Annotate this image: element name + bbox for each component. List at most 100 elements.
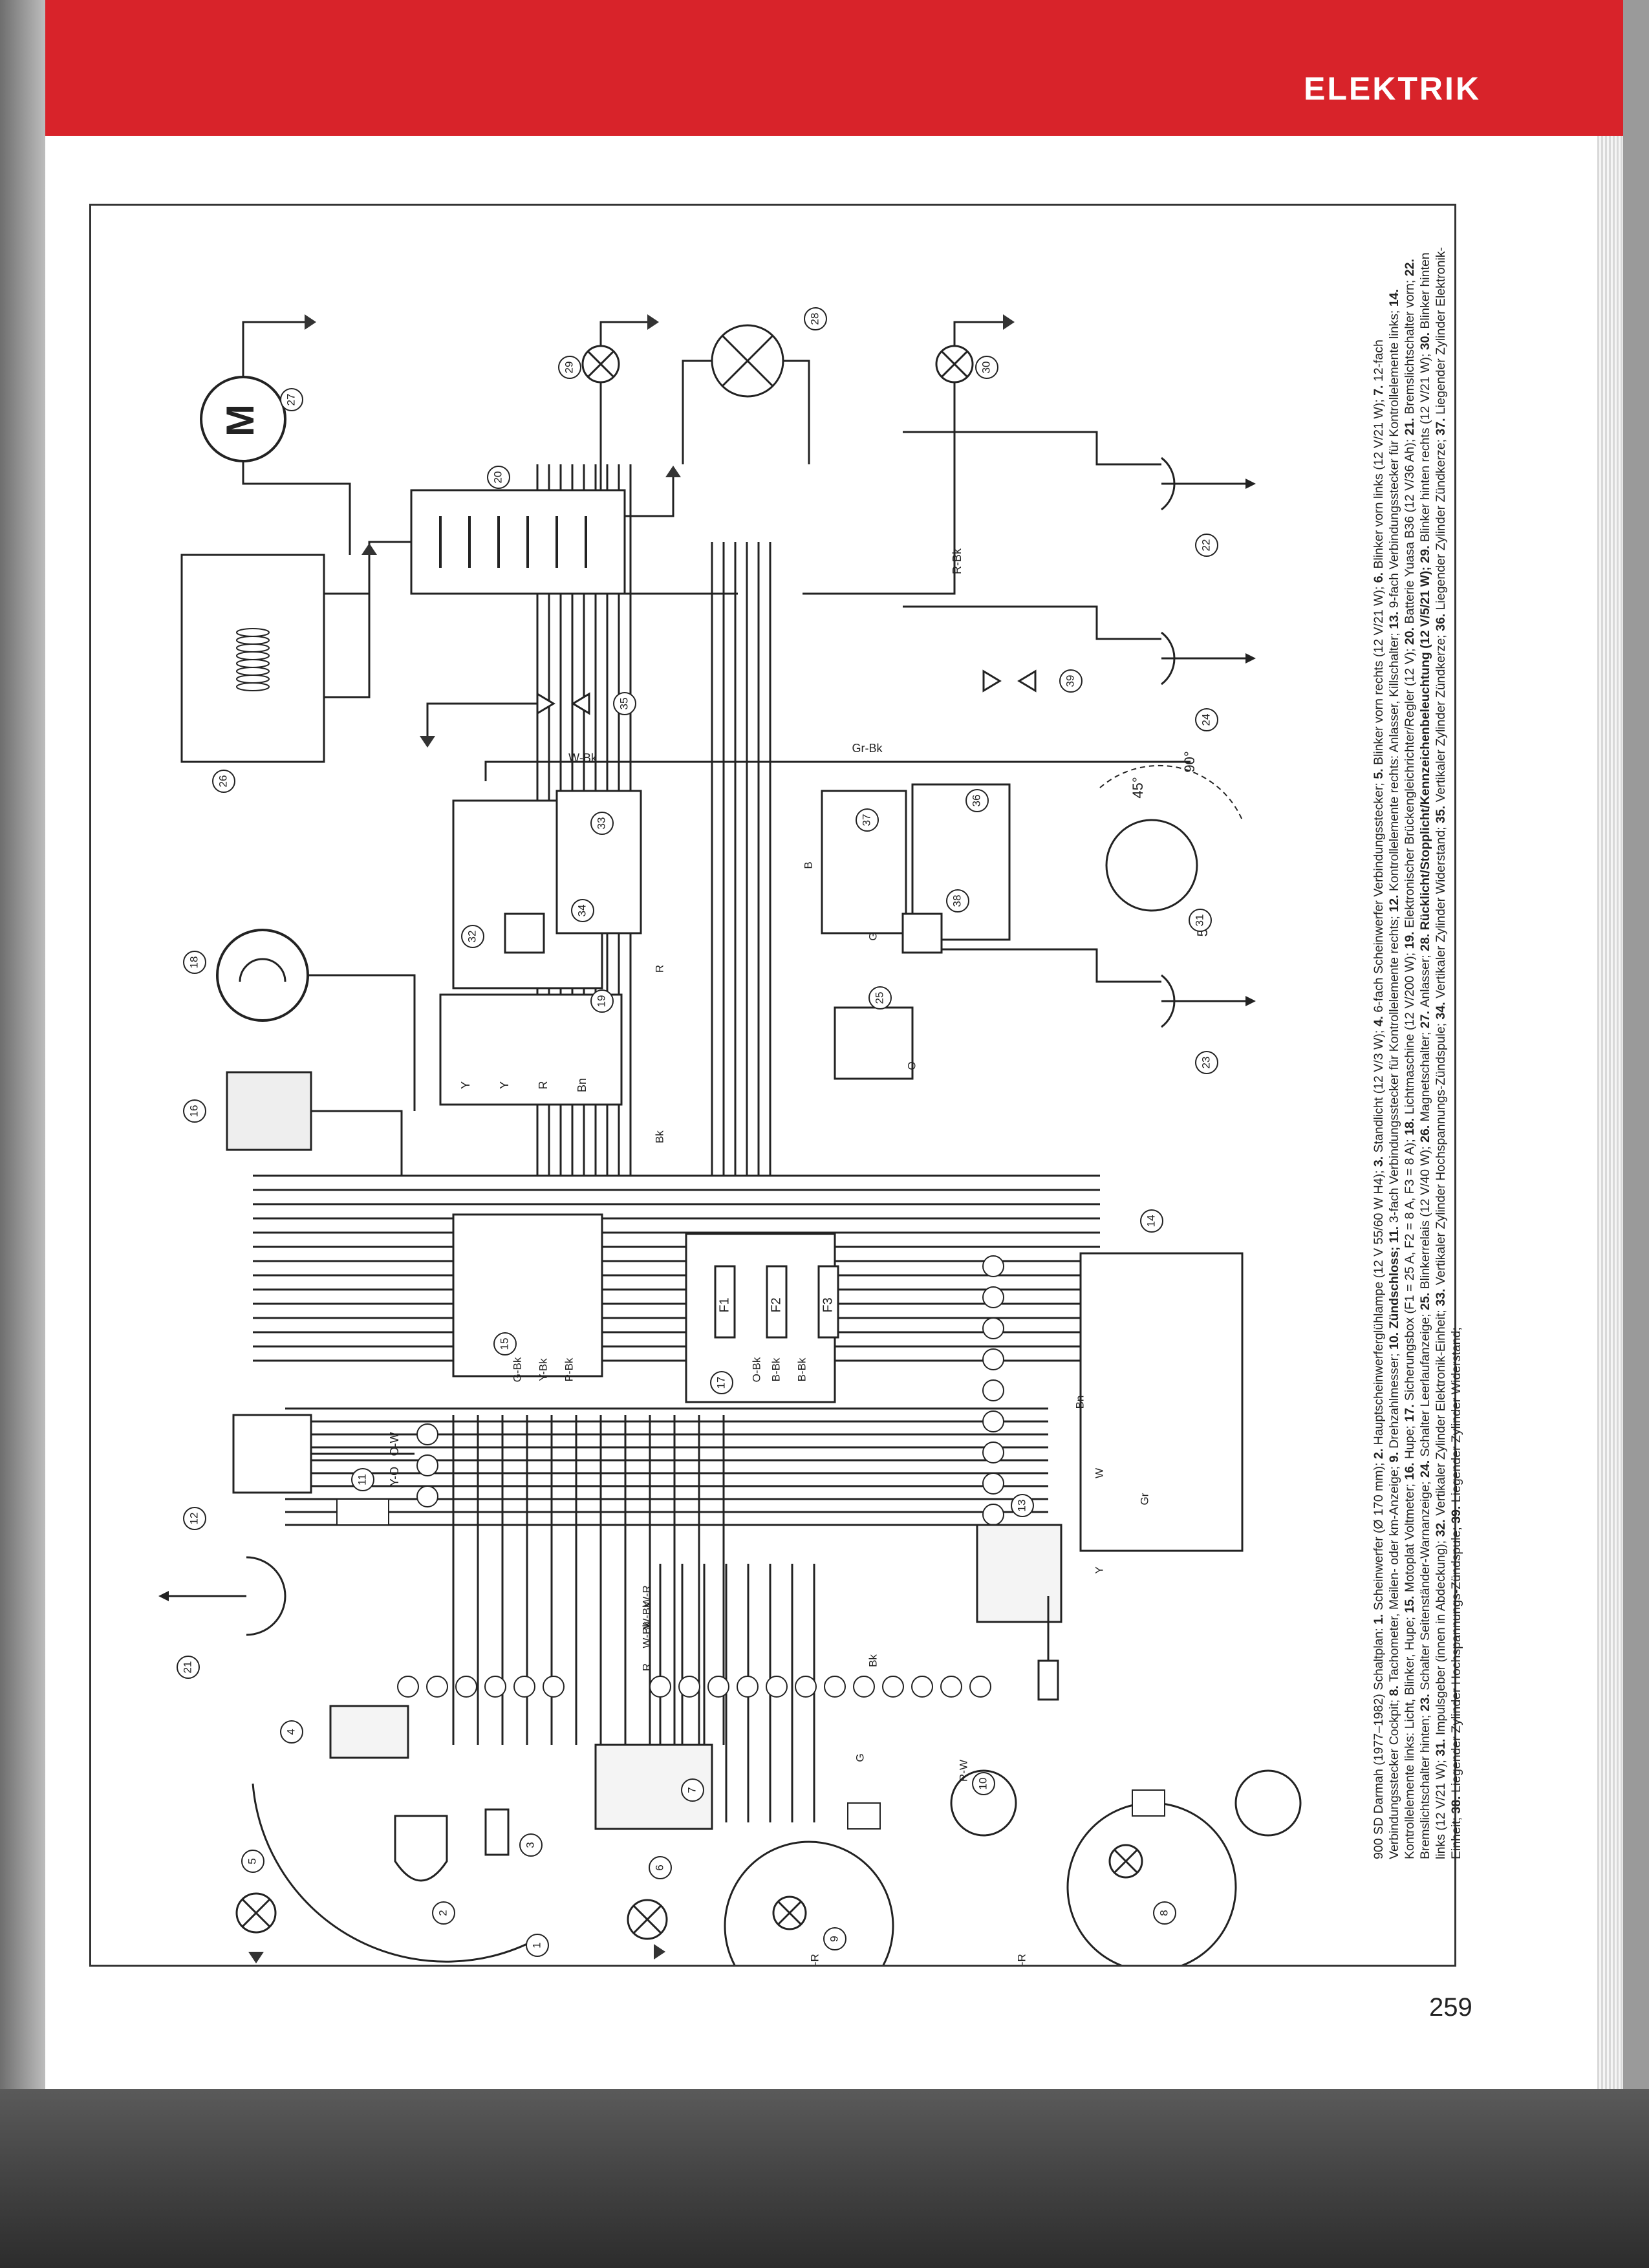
component-number-label: 23 bbox=[1195, 1051, 1218, 1074]
caption-item: 15. Motoplat Voltmeter; bbox=[1403, 1484, 1417, 1617]
diagram-caption: 900 SD Darmah (1977–1982) Schaltplan: 1.… bbox=[1371, 243, 1464, 1859]
ground-symbol bbox=[305, 314, 316, 330]
number-circle bbox=[351, 1468, 374, 1491]
caption-item-text: Bremslichtschalter vorn; bbox=[1403, 279, 1417, 415]
caption-item-number: 21. bbox=[1403, 414, 1417, 439]
ignition-resistor-horizontal bbox=[901, 913, 943, 954]
connector-pin bbox=[982, 1504, 1004, 1526]
wire bbox=[311, 1110, 403, 1176]
number-circle bbox=[649, 1856, 672, 1879]
component-number-label: 5 bbox=[241, 1850, 264, 1873]
caption-item: 21. Bremslichtschalter vorn; bbox=[1403, 280, 1417, 439]
caption-item-text: 9-fach Verbindungsstecker für Kontrollel… bbox=[1387, 310, 1401, 609]
wire bbox=[242, 321, 305, 377]
flasher-relay bbox=[834, 1006, 914, 1080]
wire bbox=[803, 382, 956, 595]
caption-item: 16. Hupe; bbox=[1403, 1425, 1417, 1484]
pickup-rotor bbox=[1105, 819, 1198, 912]
caption-item-text: Rücklicht/Stopplicht/Kennzeichenbeleucht… bbox=[1418, 567, 1432, 931]
caption-item: 11. 3-fach Verbindungsstecker für Kontro… bbox=[1387, 916, 1401, 1247]
caption-item-text: Schalter Leerlaufanzeige; bbox=[1418, 1313, 1432, 1457]
lamp-cross bbox=[722, 335, 773, 387]
caption-item-number: 14. bbox=[1387, 289, 1401, 310]
number-circle bbox=[613, 692, 636, 715]
connector-pin bbox=[982, 1255, 1004, 1277]
caption-item-number: 16. bbox=[1403, 1459, 1417, 1484]
caption-item-number: 30. bbox=[1418, 329, 1432, 354]
caption-item: 8. Tachometer, Meilen- oder km-Anzeige; bbox=[1387, 1466, 1401, 1700]
caption-item-text: Batterie Yuasa B36 (12 V/36 Ah); bbox=[1403, 438, 1417, 624]
caption-item-text: Scheinwerfer (Ø 170 mm); bbox=[1372, 1462, 1386, 1611]
wire-code-label: Bn bbox=[1073, 1396, 1086, 1409]
connector-pin bbox=[416, 1454, 438, 1476]
rev-counter-lamp bbox=[772, 1895, 807, 1930]
wire-code-label: R bbox=[653, 965, 665, 973]
connector-pin bbox=[678, 1676, 700, 1698]
caption-item: 6. Blinker vorn links (12 V/21 W); bbox=[1372, 399, 1386, 586]
left-handlebar-controls bbox=[1079, 1252, 1244, 1552]
switch-arrow bbox=[1245, 479, 1256, 489]
number-circle bbox=[241, 1850, 264, 1873]
caption-item: 31. Impulsgeber (innen in Abdeckung); bbox=[1434, 1540, 1448, 1760]
component-number-label: 3 bbox=[519, 1833, 543, 1857]
connector-pin bbox=[982, 1348, 1004, 1370]
ignition-coil-vertical bbox=[555, 790, 642, 934]
headlamp-housing bbox=[252, 1783, 538, 1963]
connector-pin bbox=[982, 1379, 1004, 1401]
caption-intro: 900 SD Darmah (1977–1982) Schaltplan: bbox=[1372, 1628, 1386, 1859]
caption-item-number: 1. bbox=[1372, 1610, 1386, 1625]
wire-code-label: 45° bbox=[1130, 777, 1146, 798]
number-circle bbox=[804, 307, 827, 330]
caption-item-text: Vertikaler Zylinder Elektronik-Einheit; bbox=[1434, 1310, 1448, 1516]
number-circle bbox=[1140, 1209, 1163, 1233]
solenoid-coil bbox=[236, 682, 270, 691]
number-text: 10 bbox=[976, 1778, 989, 1790]
number-circle bbox=[946, 889, 969, 913]
wire-code-label: W-Bk bbox=[640, 1602, 652, 1629]
caption-item: 1. Scheinwerfer (Ø 170 mm); bbox=[1372, 1463, 1386, 1625]
number-circle bbox=[432, 1901, 455, 1925]
rear-indicator-right bbox=[581, 345, 620, 383]
number-text: 3 bbox=[524, 1842, 536, 1848]
caption-item-number: 24. bbox=[1418, 1456, 1432, 1482]
caption-item: 33. Vertikaler Zylinder Hochspannungs-Zü… bbox=[1434, 1023, 1448, 1310]
caption-item-number: 33. bbox=[1434, 1285, 1448, 1310]
component-number-label: 13 bbox=[1011, 1494, 1034, 1517]
connector-pin bbox=[649, 1676, 671, 1698]
number-circle bbox=[280, 1720, 303, 1744]
number-text: 26 bbox=[217, 775, 229, 788]
number-text: 24 bbox=[1200, 714, 1212, 726]
connector-pin bbox=[982, 1317, 1004, 1339]
fuse-label: F3 bbox=[821, 1297, 835, 1312]
wire-code-label: Bk bbox=[653, 1130, 665, 1143]
caption-item-number: 39. bbox=[1449, 1502, 1463, 1528]
ground-symbol bbox=[654, 1944, 665, 1960]
number-circle bbox=[183, 1507, 206, 1530]
component-number-label: 25 bbox=[868, 986, 892, 1010]
caption-item-text: Hauptscheinwerferglühlampe (12 V 55/60 W… bbox=[1372, 1170, 1386, 1445]
caption-item: 35. Vertikaler Zylinder Zündkerze; bbox=[1434, 634, 1448, 826]
component-number-label: 18 bbox=[183, 951, 206, 974]
lamp-cross bbox=[777, 1901, 802, 1925]
caption-item-number: 6. bbox=[1372, 568, 1386, 587]
caption-item-number: 25. bbox=[1418, 1289, 1432, 1314]
wire-code-label: Bn bbox=[576, 1078, 588, 1092]
connector-pin bbox=[543, 1676, 565, 1698]
connector-3-pin bbox=[336, 1498, 389, 1526]
page-gutter-shadow bbox=[0, 0, 45, 2268]
component-number-label: 8 bbox=[1153, 1901, 1176, 1925]
number-circle bbox=[681, 1778, 704, 1802]
caption-item-number: 7. bbox=[1372, 382, 1386, 400]
wire-code-label: P-Bk bbox=[563, 1357, 575, 1381]
speedometer-lamp bbox=[1108, 1844, 1143, 1879]
ground-symbol bbox=[1003, 314, 1015, 330]
number-circle bbox=[1059, 669, 1083, 693]
caption-item: 5. Blinker vorn rechts (12 V/21 W); bbox=[1372, 587, 1386, 783]
ignition-switch bbox=[950, 1769, 1017, 1837]
wire-code-label: Y bbox=[498, 1081, 511, 1089]
number-circle bbox=[493, 1332, 517, 1355]
caption-item-text: Vertikaler Zylinder Zündkerze; bbox=[1434, 634, 1448, 803]
connector-9-pin bbox=[976, 1524, 1062, 1623]
number-text: 15 bbox=[498, 1338, 510, 1350]
number-circle bbox=[177, 1656, 200, 1679]
